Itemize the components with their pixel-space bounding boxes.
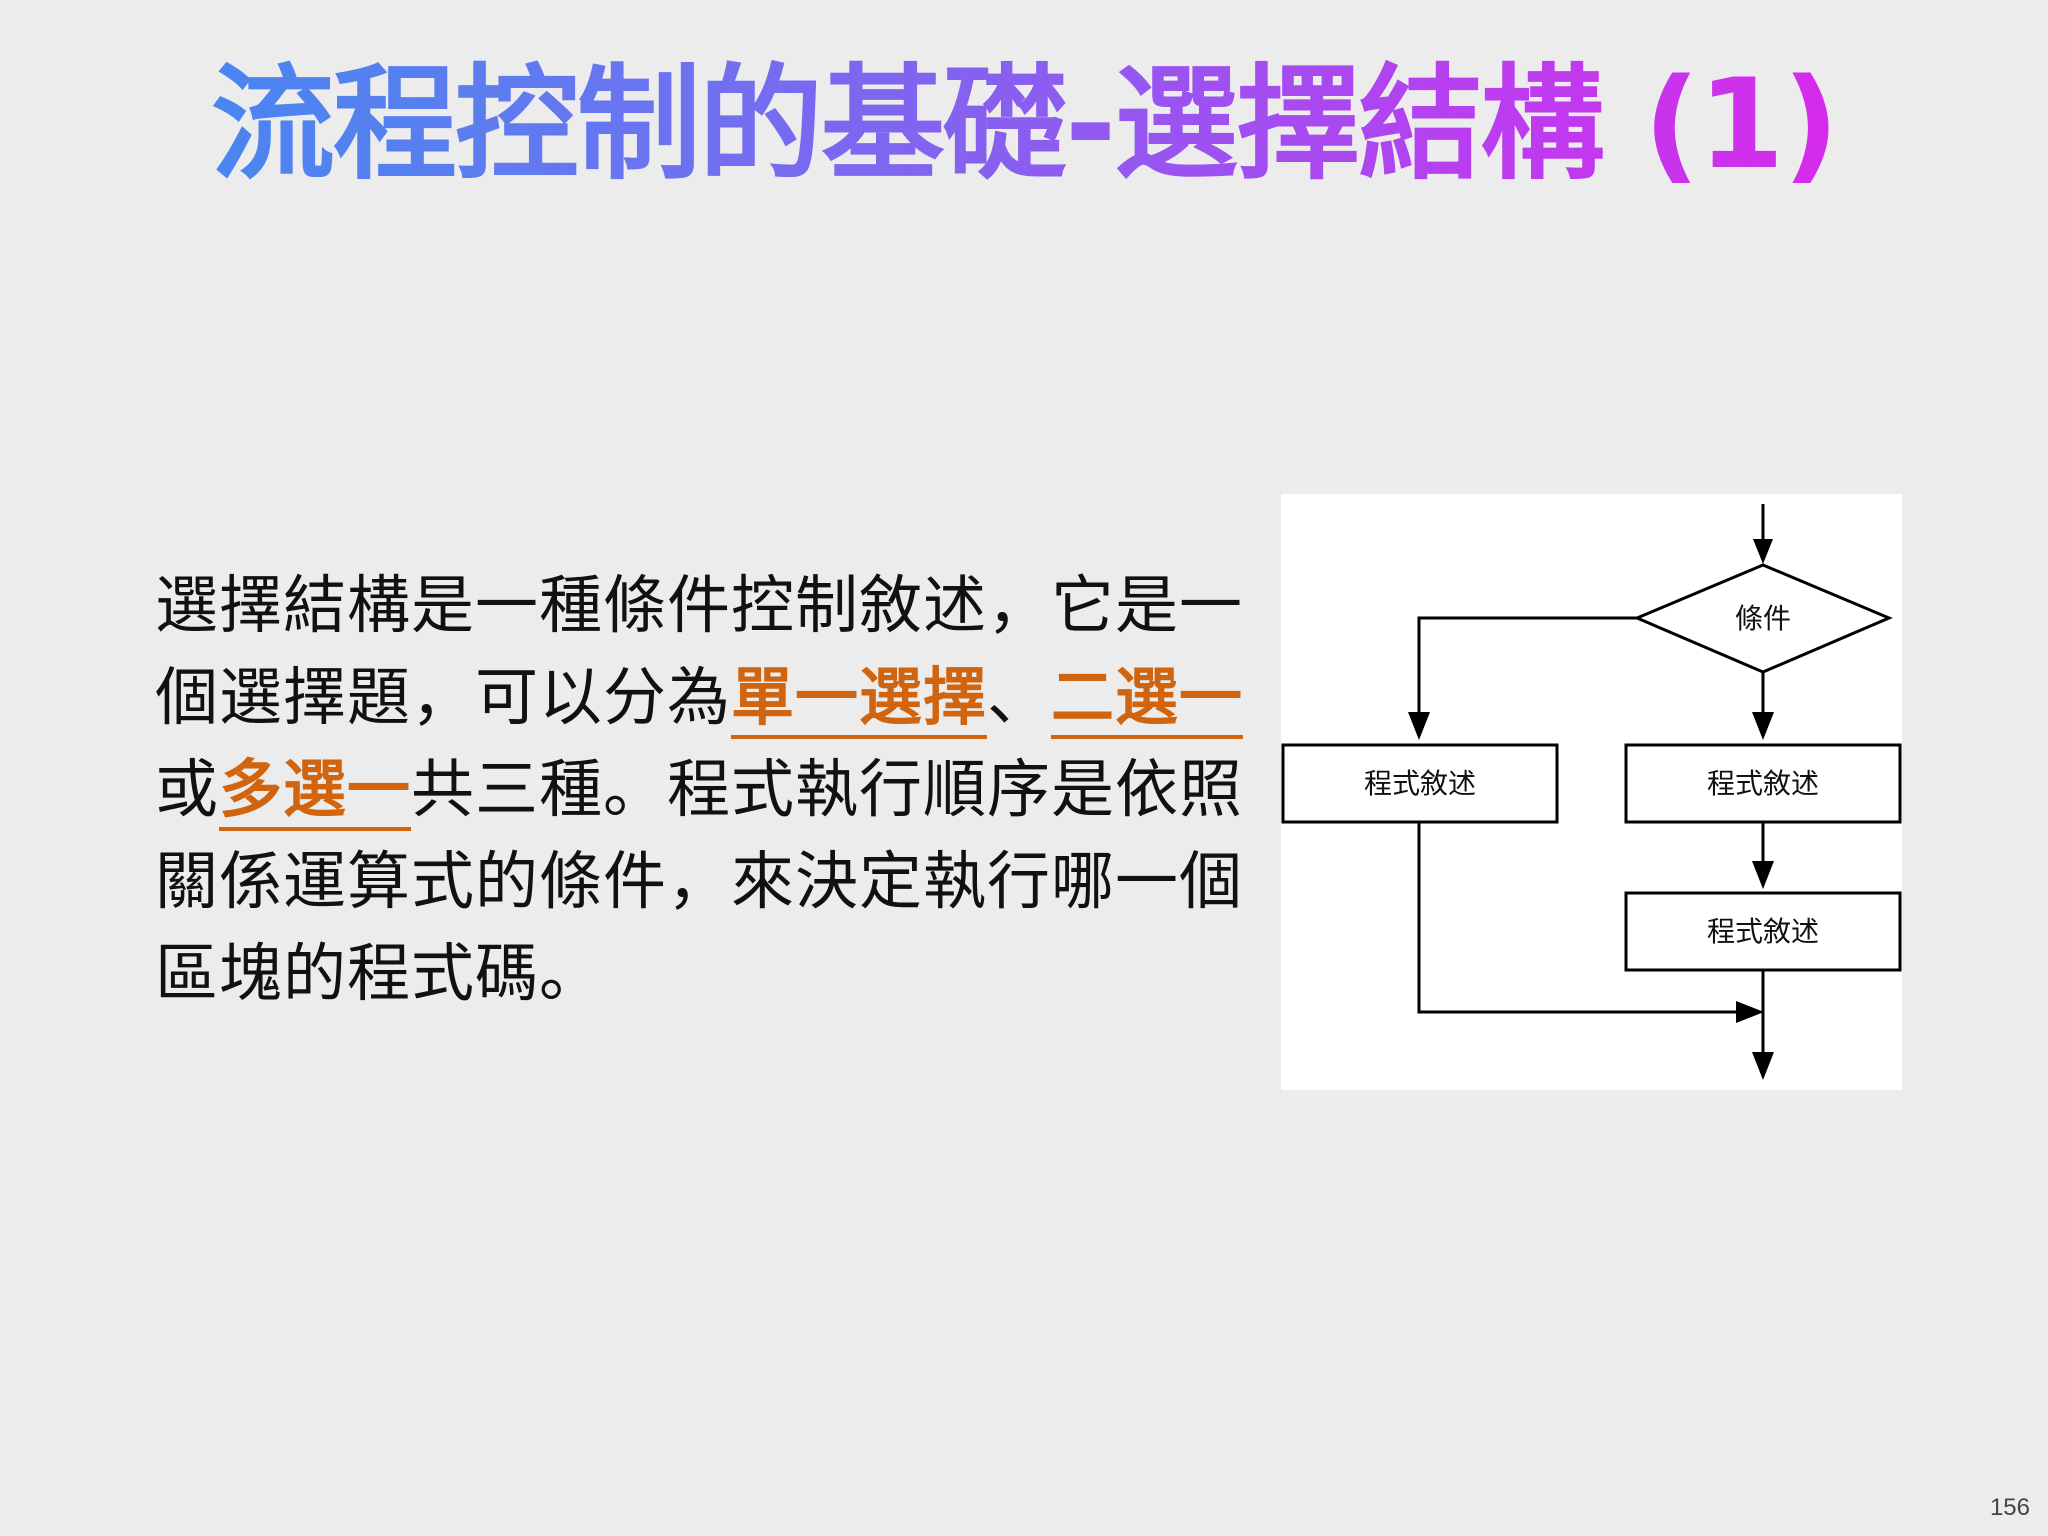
flowchart-svg: 條件 程式敘述 程式敘述 程式敘述: [1281, 504, 1902, 1080]
condition-label: 條件: [1735, 602, 1791, 635]
text-segment: 或: [155, 753, 219, 826]
left-merge-line: [1417, 822, 1743, 1014]
left-branch-line: [1417, 616, 1637, 719]
slide-title: 流程控制的基礎-選擇結構 (1): [0, 50, 2048, 200]
right-branch-arrowhead: [1752, 712, 1774, 740]
body-paragraph: 選擇結構是一種條件控制敘述，它是一個選擇題，可以分為單一選擇、二選一或多選一共三…: [155, 560, 1245, 1020]
right-second-statement-box: [1624, 891, 1902, 972]
highlight-two-way-selection: 二選一: [1051, 661, 1243, 734]
right-connector-arrowhead: [1752, 861, 1774, 889]
left-statement-label: 程式敘述: [1364, 767, 1476, 800]
highlight-multi-way-selection: 多選一: [219, 753, 411, 826]
text-segment: 、: [987, 661, 1051, 734]
right-statement-box: [1624, 743, 1902, 824]
left-branch-arrowhead: [1408, 712, 1430, 740]
merge-arrowhead: [1736, 1001, 1764, 1023]
right-second-statement-label: 程式敘述: [1707, 915, 1819, 948]
flowchart-diagram: 條件 程式敘述 程式敘述 程式敘述: [1281, 494, 1902, 1090]
right-statement-label: 程式敘述: [1707, 767, 1819, 800]
exit-arrowhead: [1752, 1052, 1774, 1080]
text-segment: 共三種。程式執行順序是依照關係運算式的條件，來決定執行哪一個區塊的程式碼。: [155, 753, 1243, 1010]
text-segment: 選擇結構是一種條件控制敘述，它是一個選擇題，可以分為: [155, 569, 1243, 734]
highlight-single-selection: 單一選擇: [731, 661, 987, 734]
page-number: 156: [1989, 1494, 2030, 1521]
entry-arrowhead: [1753, 539, 1773, 564]
